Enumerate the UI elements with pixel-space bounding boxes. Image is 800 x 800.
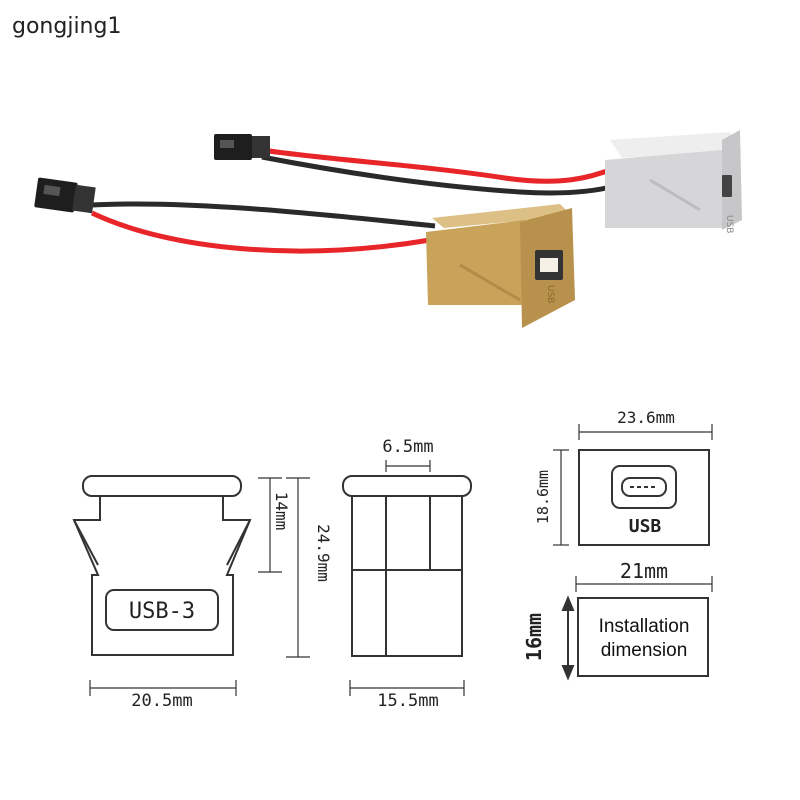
side-view-drawing: [342, 460, 472, 696]
front-view-label: USB-3: [129, 599, 195, 624]
installation-height-dim: 16mm: [522, 613, 546, 661]
installation-drawing: [561, 576, 713, 681]
black-wire-upper: [261, 154, 616, 196]
front-top-cap: [82, 475, 242, 497]
front-body: [72, 496, 252, 656]
side-body: [351, 495, 463, 657]
installation-width-dim: 21mm: [620, 559, 668, 583]
svg-text:USB: USB: [545, 285, 555, 303]
front-view-drawing: [72, 475, 310, 696]
product-photo: USB USB: [34, 130, 742, 328]
side-top-cap: [342, 475, 472, 497]
installation-box: [577, 597, 709, 677]
front-width-dim: 20.5mm: [131, 691, 192, 711]
silver-usb-socket: USB: [605, 130, 742, 233]
face-view-drawing: [553, 424, 713, 546]
svg-text:USB: USB: [724, 215, 734, 233]
watermark-text: gongjing1: [12, 14, 122, 39]
face-body: [578, 449, 710, 546]
side-width-dim: 15.5mm: [377, 691, 438, 711]
gold-usb-socket: USB: [426, 204, 575, 328]
connector-plug-upper: [214, 134, 270, 160]
connector-plug-lower: [34, 177, 96, 214]
front-clip-height-dim: 14mm: [272, 492, 291, 531]
red-wire-upper: [261, 147, 616, 184]
black-wire-lower: [91, 201, 436, 229]
side-slot-width-dim: 6.5mm: [382, 437, 433, 457]
red-wire-lower: [90, 210, 431, 254]
face-label: USB: [629, 516, 662, 537]
front-total-height-dim: 24.9mm: [314, 524, 333, 582]
face-height-dim: 18.6mm: [534, 470, 552, 524]
installation-text-line2: dimension: [601, 640, 688, 661]
installation-text-line1: Installation: [599, 616, 690, 637]
face-width-dim: 23.6mm: [617, 408, 675, 427]
front-label-box: [105, 589, 219, 631]
